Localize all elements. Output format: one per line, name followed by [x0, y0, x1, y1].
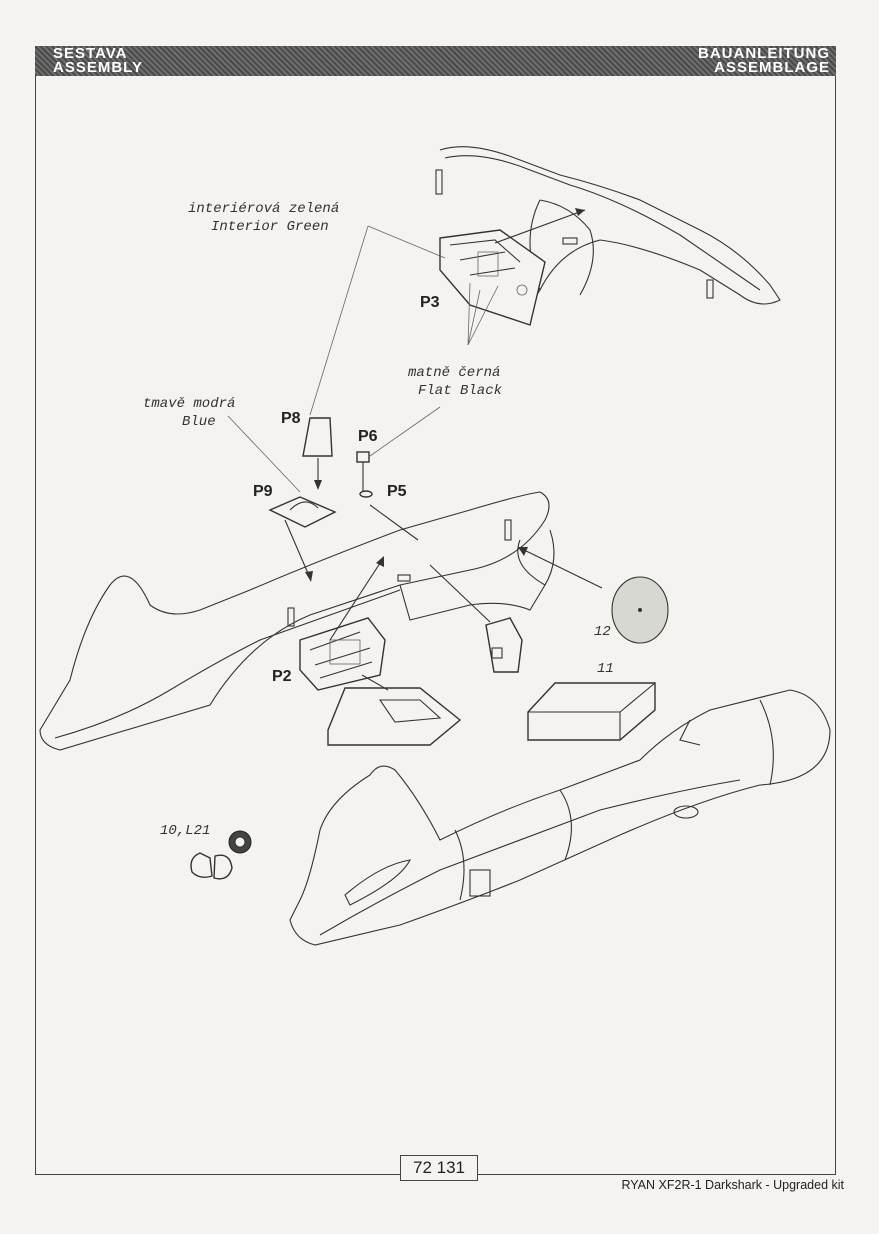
header-banner: SESTAVA ASSEMBLY BAUANLEITUNG ASSEMBLAGE	[35, 46, 836, 76]
part-p9-shape	[268, 496, 337, 582]
p5-arrow	[369, 504, 419, 541]
callout-blue-en: Blue	[182, 414, 216, 430]
callout-interior-en: Interior Green	[211, 219, 329, 235]
label-11: 11	[597, 661, 614, 677]
callout-black-en: Flat Black	[418, 383, 503, 399]
callout-lines	[227, 225, 499, 493]
bulkhead-part	[429, 564, 523, 673]
kit-name: RYAN XF2R-1 Darkshark - Upgraded kit	[621, 1178, 844, 1192]
cockpit-tub-p3	[439, 208, 586, 326]
header-left-line1: SESTAVA	[53, 45, 128, 62]
fuselage-half-middle	[39, 491, 603, 751]
header-left-line2: ASSEMBLY	[53, 59, 143, 76]
disc-12	[611, 576, 669, 644]
label-p3: P3	[420, 294, 440, 311]
page-number: 72 131	[400, 1155, 478, 1181]
callout-black-cz: matně černá	[408, 365, 501, 381]
block-11	[527, 682, 656, 741]
fuselage-assembled	[289, 689, 831, 946]
seat-block	[327, 674, 462, 746]
part-p6-shape	[356, 451, 373, 498]
label-10-l21: 10,L21	[160, 823, 211, 839]
header-right-line1: BAUANLEITUNG	[698, 45, 830, 62]
callout-blue-cz: tmavě modrá	[143, 396, 236, 412]
label-p8: P8	[281, 410, 301, 427]
label-p9: P9	[253, 483, 273, 500]
label-p2: P2	[272, 668, 292, 685]
callout-interior-cz: interiérová zelená	[188, 201, 340, 217]
label-p6: P6	[358, 428, 378, 445]
part-10-l21-shape	[190, 830, 252, 880]
label-p5: P5	[387, 483, 407, 500]
label-12: 12	[594, 624, 611, 640]
header-left: SESTAVA ASSEMBLY	[53, 45, 143, 76]
header-right: BAUANLEITUNG ASSEMBLAGE	[698, 45, 830, 76]
header-right-line2: ASSEMBLAGE	[714, 59, 830, 76]
part-p8-shape	[302, 417, 333, 490]
cockpit-tub-p2	[299, 556, 386, 691]
